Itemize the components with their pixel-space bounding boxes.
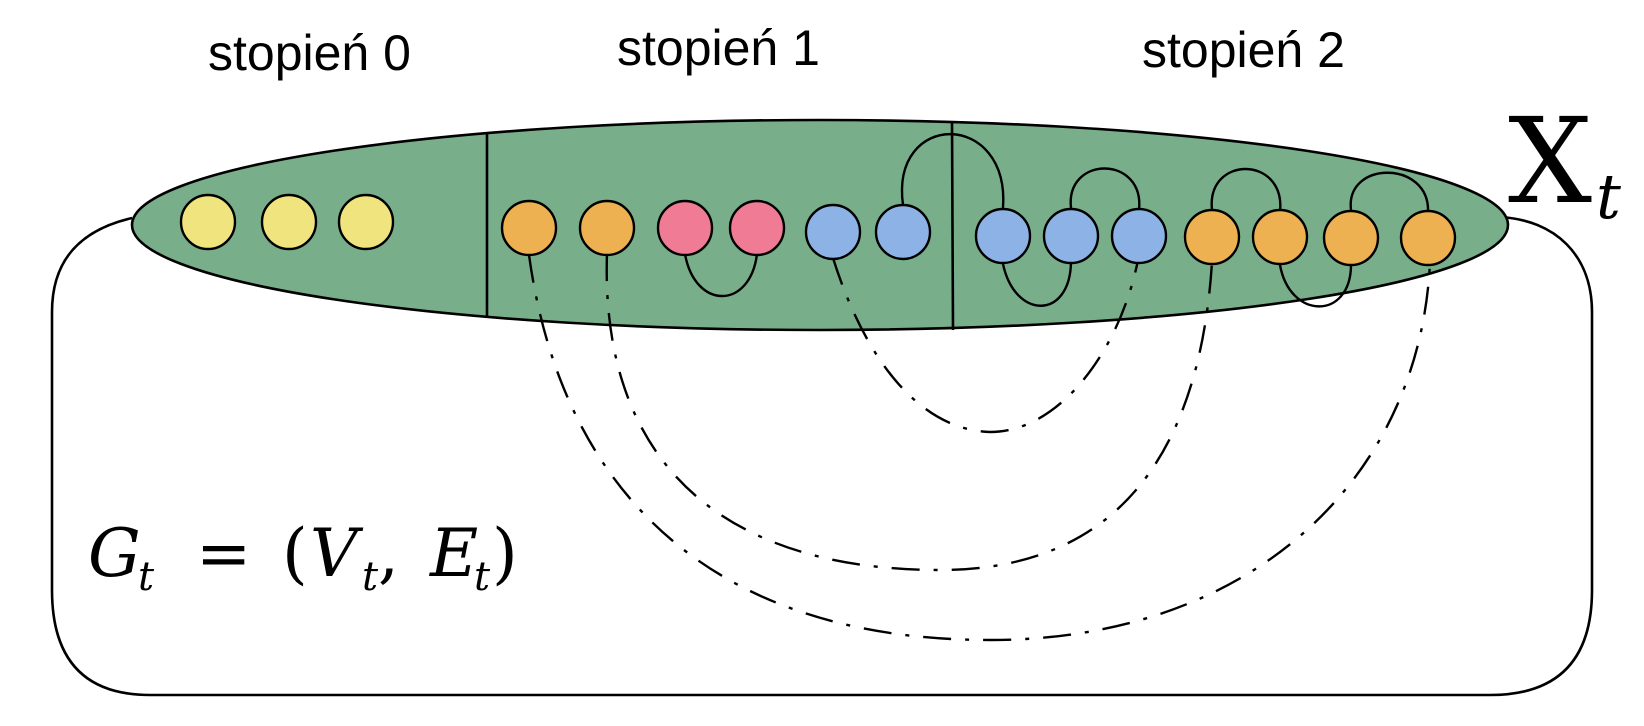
edge-blue-4-blue-5 [1069, 167, 1141, 211]
edge-blue-2-blue-3 [900, 132, 1005, 209]
formula-v: V [310, 515, 364, 592]
label-degree-2: stopień 2 [1142, 22, 1345, 78]
formula-close-paren: ) [492, 515, 518, 592]
nodes [179, 193, 1457, 267]
inner-edges [683, 132, 1430, 308]
divider-degree-1-2 [950, 121, 955, 331]
node-blue-4 [1042, 207, 1100, 265]
node-pink-1 [656, 199, 714, 257]
edge-orange-2-orange-5 [605, 252, 1214, 572]
edge-orange-5-orange-6 [1210, 167, 1282, 213]
node-yellow-3 [337, 193, 395, 251]
node-pink-2 [728, 199, 786, 257]
formula-g: G [88, 515, 141, 592]
node-orange-2 [578, 199, 636, 257]
edge-pink-1-pink-2 [683, 253, 759, 297]
node-orange-3 [1183, 208, 1241, 266]
node-orange-1 [500, 199, 558, 257]
node-orange-6 [1399, 209, 1457, 267]
node-blue-2 [874, 203, 932, 261]
node-yellow-2 [260, 193, 318, 251]
formula-e: E [429, 515, 478, 592]
formula-equals: = [196, 515, 251, 592]
set-label: X t [1508, 92, 1621, 233]
outer-edges [527, 252, 1432, 642]
edge-blue-1-blue-5 [831, 257, 1140, 434]
edge-orange-7-orange-8 [1349, 171, 1430, 213]
label-degree-1: stopień 1 [617, 20, 820, 76]
node-orange-4 [1251, 208, 1309, 266]
edge-orange-6-orange-7 [1278, 264, 1353, 308]
edge-blue-3-blue-4 [1001, 261, 1073, 307]
node-orange-5 [1322, 209, 1380, 267]
set-symbol: X [1508, 92, 1592, 230]
formula-e-subscript: t [474, 554, 491, 600]
graph-formula: G t = ( V t , E t ) [88, 515, 518, 600]
formula-open-paren: ( [282, 515, 308, 592]
node-blue-3 [974, 207, 1032, 265]
formula-v-subscript: t [362, 554, 379, 600]
set-subscript: t [1596, 160, 1621, 233]
node-blue-1 [804, 203, 862, 261]
formula-g-subscript: t [138, 554, 155, 600]
edge-orange-1-orange-8 [527, 254, 1432, 642]
graph-outline [50, 215, 1594, 697]
formula-comma: , [378, 515, 399, 592]
node-yellow-1 [179, 193, 237, 251]
label-degree-0: stopień 0 [208, 25, 411, 81]
node-blue-5 [1110, 207, 1168, 265]
